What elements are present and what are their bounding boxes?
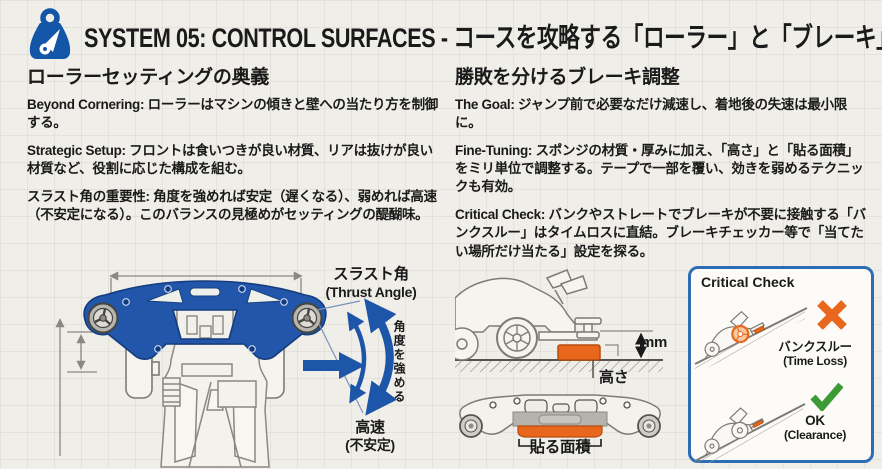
stay-rollers	[459, 414, 661, 438]
brake-area-diagram	[459, 394, 661, 447]
sponge-tab	[538, 414, 582, 425]
roller-para-strategic-setup: Strategic Setup: フロントは食いつきが良い材質、リアは抜けが良い…	[27, 143, 433, 177]
unstable-label: (不安定)	[345, 437, 395, 453]
fast-label: 高速	[355, 419, 385, 436]
mm-label: mm	[641, 334, 668, 351]
ok-label: OK	[805, 413, 825, 428]
roller-para-beyond-cornering: Beyond Cornering: ローラーはマシンの傾きと壁への当たり方を制御…	[27, 97, 439, 131]
brake-section: 勝敗を分けるブレーキ調整 The Goal: ジャンプ前で必要なだけ減速し、着地…	[455, 62, 867, 271]
front-bumper-diagram	[55, 271, 398, 468]
height-label: 高さ	[599, 369, 629, 386]
roller-heading: ローラーセッティングの奥義	[27, 67, 269, 88]
page-title: SYSTEM 05: CONTROL SURFACES - コースを攻略する「ロ…	[84, 23, 882, 53]
brake-sponge-side	[557, 344, 601, 361]
brake-height-diagram	[455, 269, 663, 378]
roller-left	[87, 302, 119, 334]
clearance-label: (Clearance)	[783, 428, 847, 442]
ground-hatch	[455, 360, 663, 372]
x-mark-icon	[817, 300, 847, 330]
stay-rivets	[489, 397, 631, 409]
roller-para-thrust-angle: スラスト角の重要性: 角度を強めれば安定（遅くなる）、弱めれば高速（不安定になる…	[27, 189, 437, 223]
brake-para-goal: The Goal: ジャンプ前で必要なだけ減速し、着地後の失速は最小限に。	[455, 97, 847, 131]
roller-right	[291, 302, 323, 334]
brake-para-critical-check: Critical Check: バンクやストレートでブレーキが不要に接触する「バ…	[455, 207, 866, 259]
thrust-angle-label-jp: スラスト角	[333, 266, 409, 283]
brake-heading: 勝敗を分けるブレーキ調整	[455, 67, 680, 88]
brake-sponge-bottom	[517, 425, 603, 438]
bumper-cutouts	[146, 287, 284, 304]
bank-through-label-jp: バンクスルー	[778, 340, 852, 354]
weight-gauge-icon	[29, 8, 71, 59]
strengthen-angle-label: 角度を強める	[392, 320, 406, 404]
angle-arc-inner	[347, 311, 367, 404]
bank-through-label-en: (Time Loss)	[783, 354, 847, 368]
area-label: 貼る面積	[529, 439, 591, 456]
chassis-body	[160, 343, 270, 468]
clearance-scene	[694, 403, 806, 463]
thrust-angle-label-en: (Thrust Angle)	[325, 284, 417, 300]
thrust-arrow	[303, 352, 365, 379]
angle-arc-outer	[364, 298, 398, 416]
area-bracket	[518, 439, 602, 447]
bank-through-scene	[694, 307, 808, 373]
check-mark-icon	[810, 382, 843, 411]
car-side-view	[455, 269, 602, 361]
critical-check-box: Critical Check バンクスルー (Time Los	[688, 266, 874, 463]
critical-check-title: Critical Check	[701, 274, 795, 290]
height-reference-lines	[600, 330, 653, 356]
roller-section: ローラーセッティングの奥義 Beyond Cornering: ローラーはマシン…	[27, 62, 443, 234]
brake-para-fine-tuning: Fine-Tuning: スポンジの材質・厚みに加え、「高さ」と「貼る面積」をミ…	[455, 143, 864, 195]
